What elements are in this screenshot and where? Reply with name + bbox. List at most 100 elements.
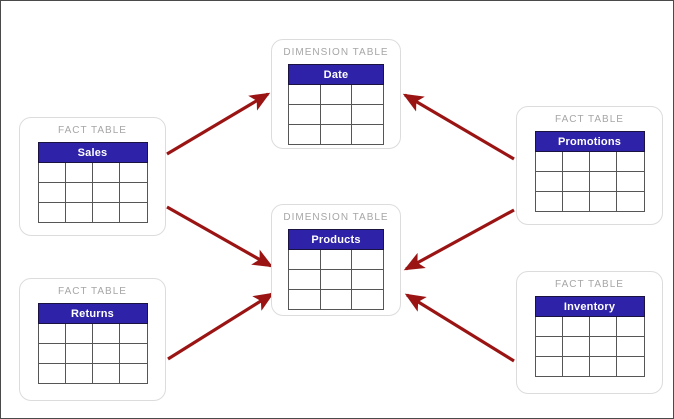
table-products: Products (288, 229, 384, 310)
node-card-promotions[interactable]: FACT TABLE Promotions (516, 106, 663, 225)
table-cell (351, 104, 384, 125)
card-caption-sales: FACT TABLE (58, 125, 127, 136)
table-cell (561, 356, 591, 377)
table-cell (64, 202, 94, 223)
table-cell (119, 202, 148, 223)
table-cell (319, 124, 353, 145)
table-cell (588, 191, 618, 212)
arrow-sales-to-products (166, 205, 274, 268)
table-cell (319, 289, 353, 310)
table-cell (37, 162, 66, 183)
table-row (288, 104, 384, 125)
card-caption-returns: FACT TABLE (58, 286, 127, 297)
table-cell (91, 363, 121, 384)
table-title-promotions: Promotions (534, 131, 645, 152)
table-cell (319, 269, 353, 290)
table-row (288, 249, 384, 270)
table-row (37, 182, 148, 203)
table-cell (616, 356, 645, 377)
table-cell (351, 269, 384, 290)
table-cell (616, 151, 645, 172)
table-cell (64, 182, 94, 203)
table-cell (561, 151, 591, 172)
table-row (37, 162, 148, 183)
table-cell (288, 124, 321, 145)
card-caption-inventory: FACT TABLE (555, 279, 624, 290)
table-cell (91, 202, 121, 223)
table-row (37, 363, 148, 384)
table-cell (37, 363, 66, 384)
table-cell (119, 343, 148, 364)
table-title-inventory: Inventory (534, 296, 645, 317)
table-row (288, 124, 384, 145)
arrow-sales-to-date (166, 92, 271, 156)
table-promotions: Promotions (534, 131, 645, 212)
node-card-inventory[interactable]: FACT TABLE Inventory (516, 271, 663, 394)
arrow-promotions-to-date (402, 93, 515, 161)
table-date: Date (288, 64, 384, 145)
table-row (288, 269, 384, 290)
arrow-promotions-to-products (403, 208, 515, 271)
table-cell (288, 289, 321, 310)
table-cell (64, 343, 94, 364)
table-row (37, 323, 148, 344)
table-cell (561, 336, 591, 357)
table-cell (37, 182, 66, 203)
arrow-returns-to-products (167, 292, 275, 361)
table-cell (91, 182, 121, 203)
card-caption-promotions: FACT TABLE (555, 114, 624, 125)
table-cell (37, 323, 66, 344)
table-cell (588, 151, 618, 172)
table-inventory: Inventory (534, 296, 645, 377)
table-cell (37, 202, 66, 223)
table-cell (534, 336, 563, 357)
table-cell (616, 191, 645, 212)
table-cell (119, 363, 148, 384)
table-title-returns: Returns (37, 303, 148, 324)
table-cell (351, 289, 384, 310)
table-cell (288, 249, 321, 270)
card-caption-date: DIMENSION TABLE (283, 47, 389, 58)
table-cell (561, 191, 591, 212)
table-cell (616, 336, 645, 357)
table-cell (119, 323, 148, 344)
table-cell (588, 356, 618, 377)
table-title-sales: Sales (37, 142, 148, 163)
node-card-returns[interactable]: FACT TABLE Returns (19, 278, 166, 401)
table-cell (351, 84, 384, 105)
table-sales: Sales (37, 142, 148, 223)
table-row (534, 151, 645, 172)
table-cell (119, 162, 148, 183)
table-cell (288, 84, 321, 105)
table-title-date: Date (288, 64, 384, 85)
table-cell (616, 316, 645, 337)
card-caption-products: DIMENSION TABLE (283, 212, 389, 223)
table-cell (37, 343, 66, 364)
table-cell (91, 323, 121, 344)
table-row (534, 336, 645, 357)
table-cell (588, 171, 618, 192)
table-cell (288, 269, 321, 290)
table-cell (91, 162, 121, 183)
table-cell (351, 249, 384, 270)
table-row (288, 84, 384, 105)
table-cell (534, 151, 563, 172)
table-cell (561, 316, 591, 337)
table-cell (64, 363, 94, 384)
node-card-sales[interactable]: FACT TABLE Sales (19, 117, 166, 236)
table-cell (91, 343, 121, 364)
node-card-products[interactable]: DIMENSION TABLE Products (271, 204, 401, 316)
table-row (534, 356, 645, 377)
table-cell (119, 182, 148, 203)
table-cell (588, 316, 618, 337)
table-row (534, 171, 645, 192)
table-cell (534, 356, 563, 377)
node-card-date[interactable]: DIMENSION TABLE Date (271, 39, 401, 149)
table-cell (319, 249, 353, 270)
arrow-inventory-to-products (404, 293, 515, 363)
table-row (534, 316, 645, 337)
table-cell (319, 84, 353, 105)
table-cell (561, 171, 591, 192)
table-cell (588, 336, 618, 357)
